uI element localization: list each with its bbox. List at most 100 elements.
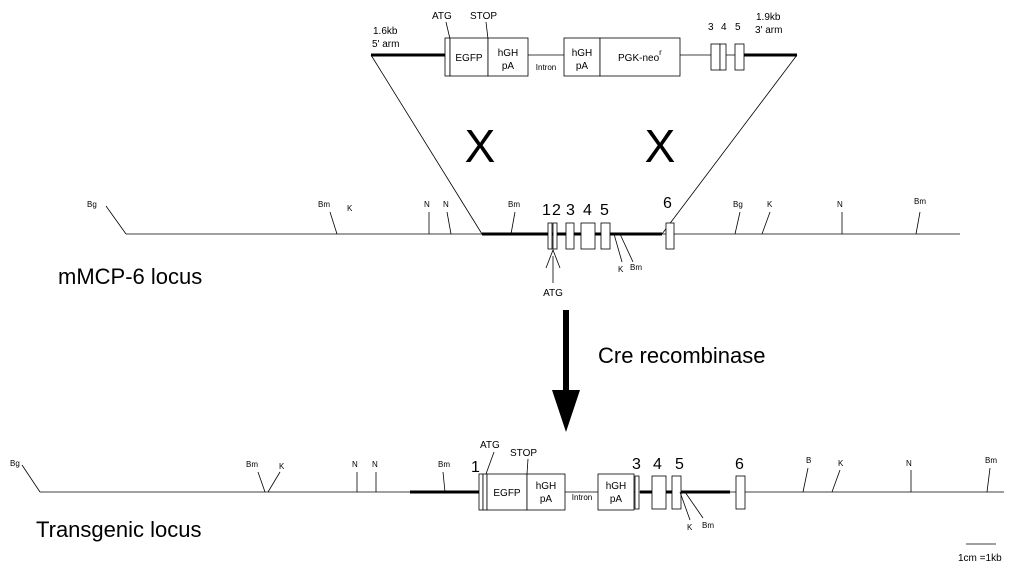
transgenic-stop-label: STOP bbox=[510, 448, 537, 459]
transgenic-exon-label: 3 bbox=[632, 456, 641, 473]
vector-pa-label: pA bbox=[502, 61, 515, 72]
locus-site: Bm bbox=[914, 197, 926, 206]
transgenic-pa-label-2: pA bbox=[610, 494, 623, 505]
locus-exon6-box bbox=[665, 222, 675, 250]
locus-exon-label: 2 bbox=[552, 202, 561, 219]
locus-exon4-box bbox=[580, 222, 596, 250]
three-prime-arm-size: 1.9kb bbox=[756, 12, 781, 23]
transgenic-hgh-pa-box bbox=[526, 473, 566, 511]
vector-exon5-box bbox=[734, 43, 745, 71]
vector-exon5-label: 5 bbox=[735, 22, 741, 33]
scale-bar: 1cm =1kb bbox=[958, 543, 1002, 564]
vector-hgh-label: hGH bbox=[498, 48, 519, 59]
locus-site: K bbox=[347, 204, 353, 213]
transgenic-site: Bm bbox=[246, 460, 258, 469]
transgenic-site: K bbox=[838, 459, 844, 468]
transgenic-site-tick bbox=[679, 491, 691, 521]
vector-hgh-label-2: hGH bbox=[572, 48, 593, 59]
vector-exon3-box bbox=[710, 43, 721, 71]
transgenic-exon1-label: 1 bbox=[471, 459, 480, 476]
locus-site-tick bbox=[446, 211, 452, 235]
transgenic-title: Transgenic locus bbox=[36, 517, 201, 542]
vector-atg-label: ATG bbox=[432, 11, 452, 22]
transgenic-site: N bbox=[372, 460, 378, 469]
transgenic-exon-label: 5 bbox=[675, 456, 684, 473]
transgenic-stop-pointer bbox=[526, 458, 529, 475]
vector-pgk-neo-label: PGK-neor bbox=[618, 48, 662, 64]
locus-site: K bbox=[767, 200, 773, 209]
transgenic-site-tick bbox=[831, 469, 841, 493]
transgenic-site: N bbox=[352, 460, 358, 469]
locus-atg-label: ATG bbox=[543, 288, 563, 299]
locus-site-tick bbox=[619, 233, 634, 263]
locus-exon-label: 6 bbox=[663, 195, 672, 212]
crossover-line-right bbox=[661, 54, 798, 235]
transgenic-intron-label: Intron bbox=[572, 493, 592, 502]
cre-arrow-head bbox=[552, 390, 580, 432]
vector-pgk-neo-box bbox=[599, 37, 681, 77]
transgenic-site-tick bbox=[986, 467, 991, 493]
locus-site-tick bbox=[329, 211, 338, 235]
vector-stop-label: STOP bbox=[470, 11, 497, 22]
vector-intron-label: Intron bbox=[536, 63, 556, 72]
transgenic-atg-pointer bbox=[485, 451, 495, 475]
locus-site: Bg bbox=[87, 200, 97, 209]
vector-exon4-label: 4 bbox=[721, 22, 727, 33]
transgenic-site: Bm bbox=[438, 460, 450, 469]
transgenic-exon1b-box bbox=[482, 473, 488, 511]
vector-hgh-pa-box bbox=[487, 37, 529, 77]
transgenic-exon3-box bbox=[634, 475, 640, 510]
locus-exon3-box bbox=[565, 222, 575, 250]
transgenic-exon1-box bbox=[478, 473, 484, 511]
transgenic-site-tick bbox=[257, 471, 266, 493]
five-prime-arm-size: 1.6kb bbox=[373, 26, 398, 37]
locus-title: mMCP-6 locus bbox=[58, 264, 202, 289]
transgenic-site-tick bbox=[21, 464, 41, 493]
vector-stop-pointer bbox=[485, 21, 489, 40]
transgenic-pa-label: pA bbox=[540, 494, 553, 505]
vector-egfp-label: EGFP bbox=[455, 53, 483, 64]
locus-site: Bm bbox=[508, 200, 520, 209]
transgenic-exon-label: 6 bbox=[735, 456, 744, 473]
vector-atg-pointer bbox=[445, 21, 451, 40]
homologous-recombination: X X bbox=[370, 54, 798, 235]
locus-atg-arrow-head bbox=[545, 248, 561, 269]
vector-exon1-box bbox=[444, 37, 451, 77]
vector-pa-label-2: pA bbox=[576, 61, 589, 72]
transgenic-exon6-box bbox=[735, 475, 746, 510]
transgenic-locus: Bg Bm K N N Bm 1 ATG STOP EGFP hGH pA In… bbox=[10, 440, 1004, 542]
vector-exon4-box bbox=[719, 43, 727, 71]
vector-hgh-pa-box-2 bbox=[563, 37, 601, 77]
locus-site: K bbox=[618, 265, 624, 274]
locus-site: Bm bbox=[630, 263, 642, 272]
vector-egfp-box bbox=[449, 37, 489, 77]
transgenic-exon4-box bbox=[651, 475, 667, 510]
transgenic-site: Bm bbox=[985, 456, 997, 465]
locus-site: N bbox=[837, 200, 843, 209]
transgenic-exon5-box bbox=[671, 475, 682, 510]
crossover-mark-right: X bbox=[645, 120, 676, 172]
transgenic-egfp-label: EGFP bbox=[493, 488, 521, 499]
transgenic-hgh-label: hGH bbox=[536, 481, 557, 492]
cre-recombinase-label: Cre recombinase bbox=[598, 343, 766, 368]
locus-site: N bbox=[424, 200, 430, 209]
locus-exon2-box bbox=[552, 222, 558, 250]
three-prime-arm-label: 3' arm bbox=[755, 25, 782, 36]
locus-exon5-box bbox=[600, 222, 611, 250]
transgenic-site-tick bbox=[442, 471, 446, 493]
transgenic-atg-label: ATG bbox=[480, 440, 500, 451]
transgenic-site: B bbox=[806, 456, 811, 465]
locus-site-tick bbox=[761, 211, 771, 235]
transgenic-site: N bbox=[906, 459, 912, 468]
transgenic-exon-label: 4 bbox=[653, 456, 662, 473]
transgenic-site: Bg bbox=[10, 459, 20, 468]
locus-site-bg-tick bbox=[105, 205, 127, 235]
targeting-vector: 1.6kb 5' arm ATG STOP EGFP hGH pA Intron… bbox=[371, 11, 797, 77]
locus-site-tick bbox=[613, 233, 623, 263]
wildtype-locus: Bg Bm K N N Bm 1 2 3 4 5 6 K Bm Bg K N B… bbox=[58, 195, 960, 299]
locus-site-tick bbox=[510, 211, 516, 235]
locus-exon-label: 4 bbox=[583, 202, 592, 219]
transgenic-site: K bbox=[279, 462, 285, 471]
cre-recombinase-step: Cre recombinase bbox=[552, 310, 766, 432]
